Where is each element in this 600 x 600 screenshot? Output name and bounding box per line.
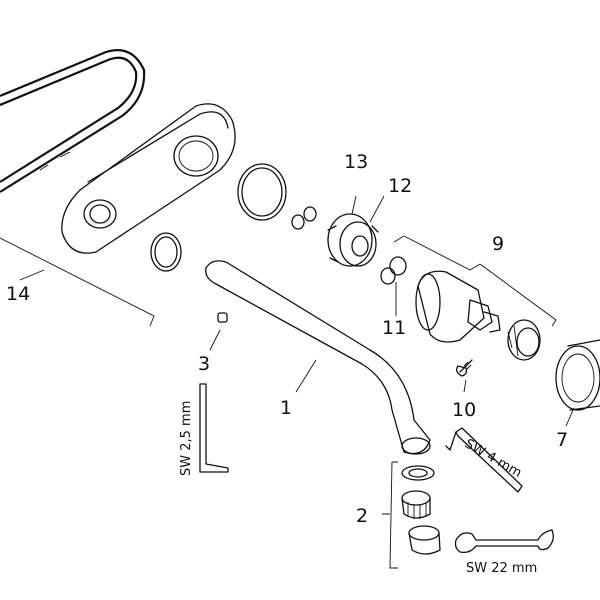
sleeve-nut-part xyxy=(507,319,541,361)
cartridge-part xyxy=(415,270,501,343)
gasket-ring-part xyxy=(0,49,146,193)
o-ring-large xyxy=(237,163,287,221)
callout-2: 2 xyxy=(356,505,368,527)
plug-part xyxy=(217,312,228,323)
screw-part xyxy=(456,359,473,377)
callout-13: 13 xyxy=(344,151,368,173)
allen-key-large-tool xyxy=(445,427,523,493)
callout-1: 1 xyxy=(280,397,292,419)
allen-key-small-tool xyxy=(199,383,229,473)
allen-key-large-label: SW 4 mm xyxy=(462,436,524,480)
leader-lines xyxy=(0,195,575,569)
callout-11: 11 xyxy=(382,317,406,339)
callout-7: 7 xyxy=(556,429,568,451)
aerator-parts xyxy=(401,465,441,555)
o-ring-small xyxy=(150,232,182,272)
callout-9: 9 xyxy=(492,233,504,255)
callout-3: 3 xyxy=(198,353,210,375)
callout-12: 12 xyxy=(388,175,412,197)
small-seals-part xyxy=(380,256,407,285)
cover-plate-part xyxy=(61,103,236,254)
callout-14: 14 xyxy=(6,283,30,305)
wrench-label: SW 22 mm xyxy=(466,561,537,576)
adapter-ring-part xyxy=(327,213,379,267)
wrench-tool xyxy=(454,529,554,554)
allen-key-small-label: SW 2,5 mm xyxy=(179,401,194,476)
handle-part xyxy=(555,339,600,411)
paired-seals-part xyxy=(291,206,317,230)
spout-part xyxy=(205,260,431,455)
callout-10: 10 xyxy=(452,399,476,421)
